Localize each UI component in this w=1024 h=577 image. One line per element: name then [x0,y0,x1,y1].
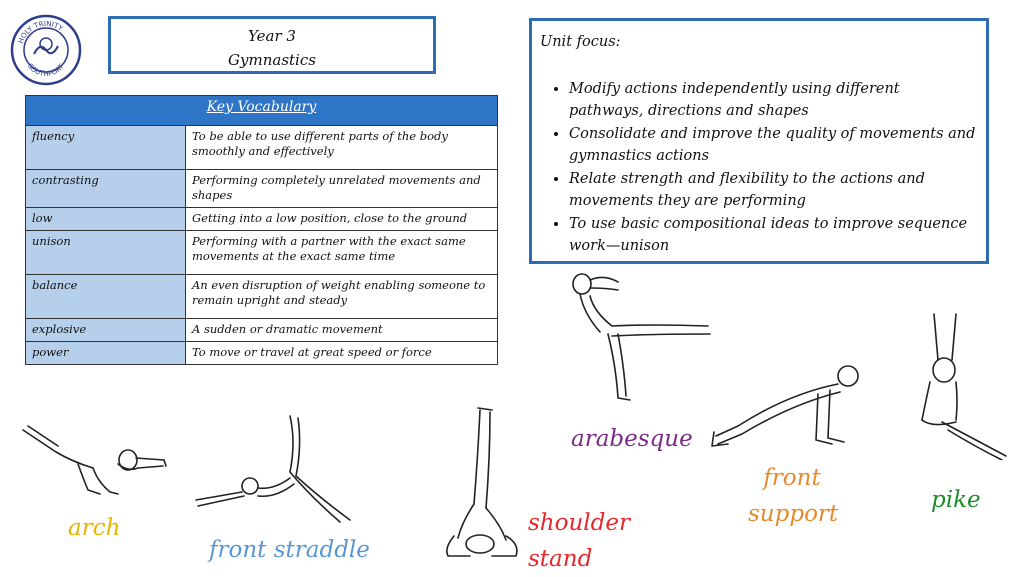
label-arabesque: arabesque [571,426,693,452]
label-shoulder-stand-line1: shoulder [528,510,630,536]
shoulder-stand-figure [446,407,518,557]
label-front-support-line1: front [763,465,821,491]
list-item: Consolidate and improve the quality of m… [569,123,978,168]
title-year: Year 3 [248,27,296,45]
label-front-support: front support [748,460,839,532]
label-front-support-line2: support [748,501,839,527]
unit-focus-heading: Unit focus: [540,34,621,50]
term-cell: low [25,207,186,231]
table-row: balance An even disruption of weight ena… [25,274,498,319]
list-item: To use basic compositional ideas to impr… [569,213,978,258]
vocabulary-heading: Key Vocabulary [25,95,498,126]
vocabulary-table: Key Vocabulary fluency To be able to use… [25,95,498,365]
title-subject: Gymnastics [228,51,316,69]
unit-focus-list: Modify actions independently using diffe… [540,78,978,258]
term-cell: balance [25,274,186,319]
label-arch: arch [68,515,121,541]
school-logo: HOLY TRINITY SOUTHPORT [10,14,82,86]
definition-cell: A sudden or dramatic movement [185,318,498,342]
list-item: Modify actions independently using diffe… [569,78,978,123]
list-item: Relate strength and flexibility to the a… [569,168,978,213]
unit-focus-box: Unit focus: Modify actions independently… [529,18,989,264]
term-cell: unison [25,230,186,275]
label-front-straddle: front straddle [209,537,370,563]
table-row: contrasting Performing completely unrela… [25,169,498,208]
definition-cell: Getting into a low position, close to th… [185,207,498,231]
definition-cell: An even disruption of weight enabling so… [185,274,498,319]
definition-cell: Performing with a partner with the exact… [185,230,498,275]
front-straddle-figure [195,415,351,523]
term-cell: contrasting [25,169,186,208]
term-cell: fluency [25,125,186,170]
term-cell: power [25,341,186,365]
table-row: power To move or travel at great speed o… [25,341,498,365]
label-shoulder-stand: shoulder stand [528,505,630,577]
term-cell: explosive [25,318,186,342]
arch-figure [22,425,167,495]
pike-figure [921,313,1007,460]
title-box: Year 3 Gymnastics [108,16,436,74]
arabesque-figure [572,273,711,401]
definition-cell: Performing completely unrelated movement… [185,169,498,208]
table-row: unison Performing with a partner with th… [25,230,498,275]
definition-cell: To move or travel at great speed or forc… [185,341,498,365]
table-row: explosive A sudden or dramatic movement [25,318,498,342]
label-shoulder-stand-line2: stand [528,546,593,572]
definition-cell: To be able to use different parts of the… [185,125,498,170]
front-support-figure [711,365,859,447]
table-row: fluency To be able to use different part… [25,125,498,170]
table-row: low Getting into a low position, close t… [25,207,498,231]
label-pike: pike [931,487,981,513]
